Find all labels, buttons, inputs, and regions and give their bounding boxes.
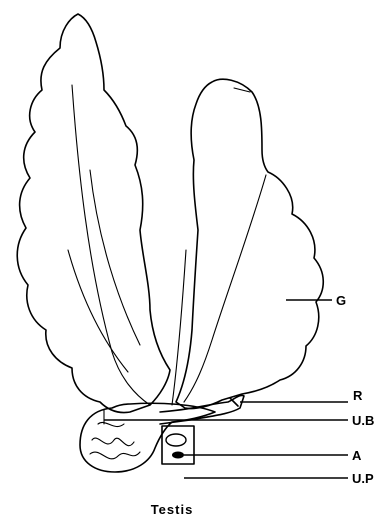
label-ub: U.B [352, 413, 374, 428]
right-lobe [176, 79, 323, 408]
left-lobe [17, 14, 170, 413]
box-structure [162, 426, 194, 464]
figure-caption: Testis [151, 502, 194, 517]
label-r: R [353, 388, 363, 403]
label-up: U.P [352, 471, 374, 486]
label-a: A [352, 448, 362, 463]
label-g: G [336, 293, 346, 308]
